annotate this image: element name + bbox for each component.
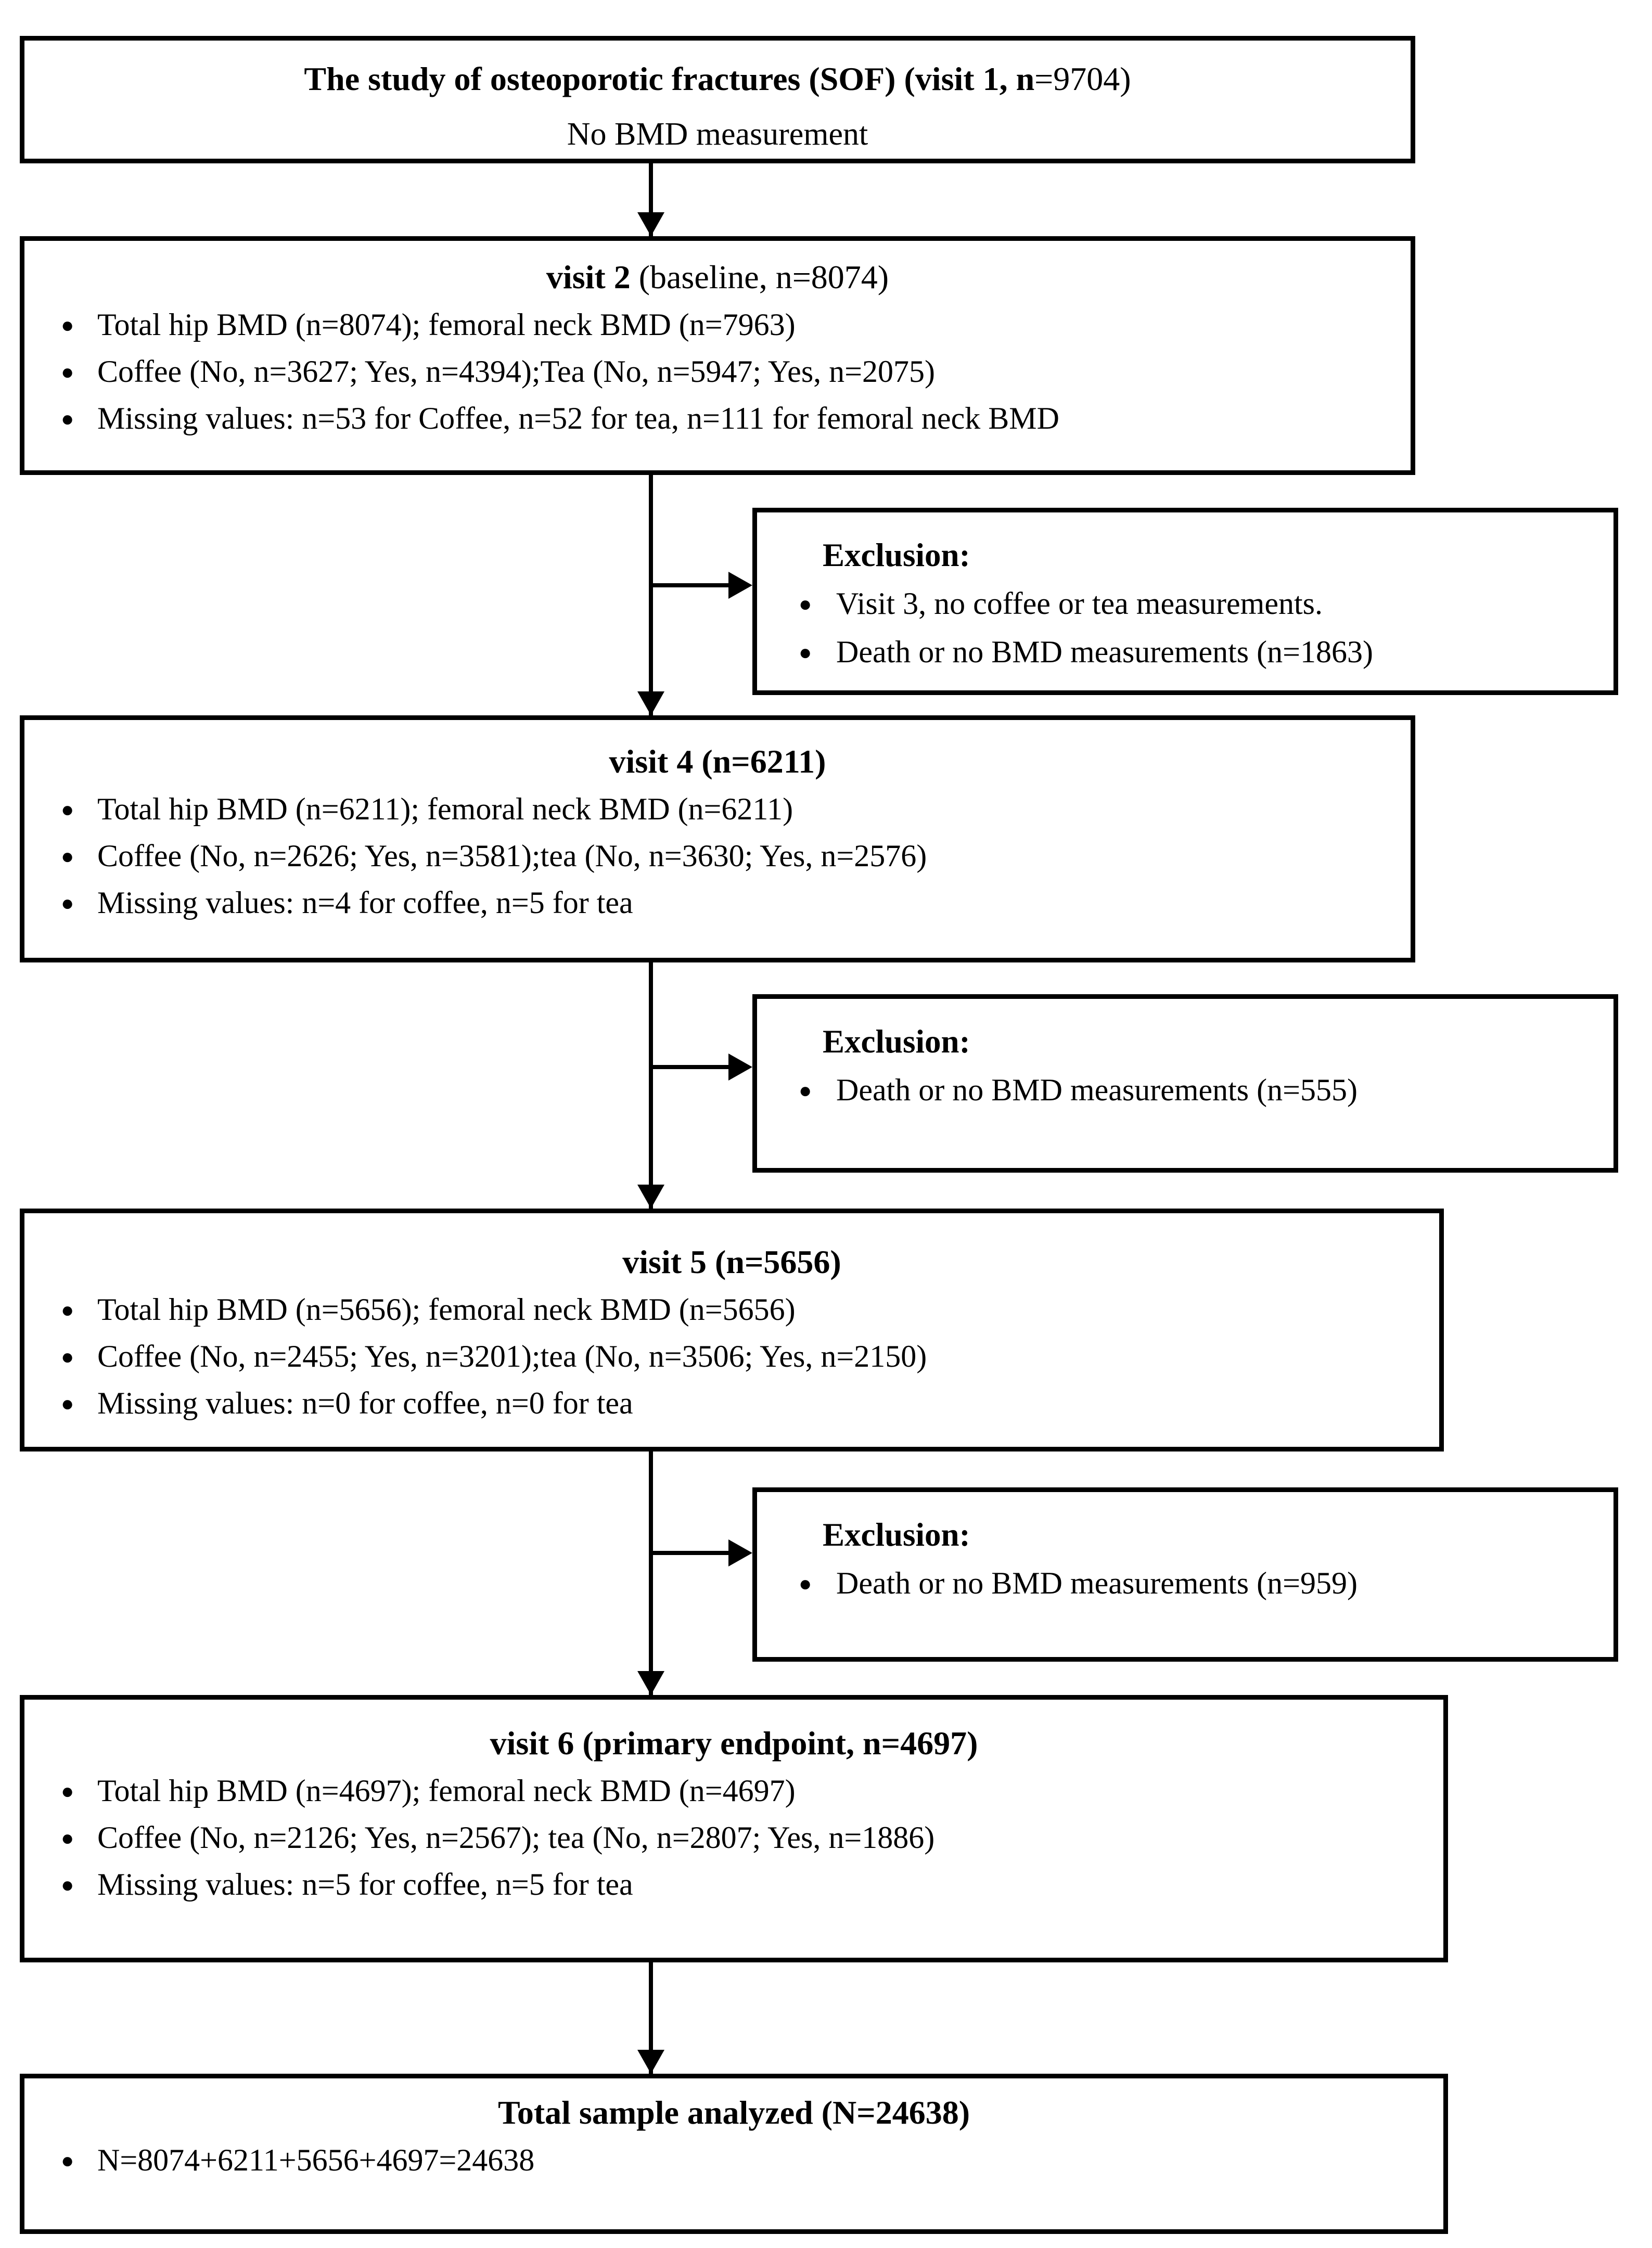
box-visit1: The study of osteoporotic fractures (SOF… bbox=[20, 36, 1415, 163]
bullet-text: Death or no BMD measurements (n=959) bbox=[836, 1566, 1358, 1600]
list-item: ● Missing values: n=0 for coffee, n=0 for… bbox=[24, 1380, 1439, 1427]
box-visit2-bullets: ● Total hip BMD (n=8074); femoral neck BM… bbox=[24, 301, 1411, 442]
branch-line-exclusion2 bbox=[651, 1065, 728, 1069]
arrowhead-down-visit5 bbox=[637, 1185, 664, 1209]
bullet-text: Missing values: n=4 for coffee, n=5 for … bbox=[97, 885, 633, 920]
list-item: ● Missing values: n=53 for Coffee, n=52 f… bbox=[24, 395, 1411, 442]
box-visit1-title-regular: =9704) bbox=[1034, 60, 1131, 97]
list-item: ● Total hip BMD (n=4697); femoral neck BM… bbox=[24, 1767, 1443, 1814]
box-total: Total sample analyzed (N=24638) ● N=8074+… bbox=[20, 2074, 1448, 2234]
arrowhead-down-total bbox=[637, 2050, 664, 2074]
bullet-text: Death or no BMD measurements (n=555) bbox=[836, 1073, 1358, 1107]
bullet-text: Death or no BMD measurements (n=1863) bbox=[836, 635, 1373, 669]
arrowhead-down-visit6 bbox=[637, 1671, 664, 1695]
bullet-dot: ● bbox=[61, 1827, 74, 1851]
exclusion1-header: Exclusion: bbox=[823, 537, 970, 573]
box-visit5-title-bold: visit 5 (n=5656) bbox=[622, 1243, 841, 1280]
box-visit1-subtitle: No BMD measurement bbox=[567, 117, 868, 152]
box-visit4-title-bold: visit 4 (n=6211) bbox=[609, 743, 826, 780]
arrow-line-visit2-visit4 bbox=[649, 472, 653, 715]
bullet-text: Total hip BMD (n=8074); femoral neck BMD… bbox=[97, 307, 796, 342]
list-item: ● Total hip BMD (n=6211); femoral neck BM… bbox=[24, 786, 1411, 832]
bullet-text: Visit 3, no coffee or tea measurements. bbox=[836, 586, 1323, 621]
branch-line-exclusion3 bbox=[651, 1551, 728, 1555]
box-visit2-title: visit 2 (baseline, n=8074) bbox=[24, 254, 1411, 300]
box-exclusion2: Exclusion: ● Death or no BMD measurements… bbox=[752, 994, 1618, 1173]
list-item: ● N=8074+6211+5656+4697=24638 bbox=[24, 2137, 1443, 2183]
list-item: ● Coffee (No, n=2126; Yes, n=2567); tea (… bbox=[24, 1814, 1443, 1861]
list-item: ● Coffee (No, n=2626; Yes, n=3581);tea (N… bbox=[24, 832, 1411, 879]
exclusion3-header: Exclusion: bbox=[823, 1517, 970, 1553]
bullet-text: Missing values: n=5 for coffee, n=5 for … bbox=[97, 1867, 633, 1902]
arrow-line-visit4-visit5 bbox=[649, 960, 653, 1209]
bullet-text: Total hip BMD (n=6211); femoral neck BMD… bbox=[97, 792, 793, 826]
box-visit4-bullets: ● Total hip BMD (n=6211); femoral neck BM… bbox=[24, 786, 1411, 926]
arrow-line-visit1-visit2 bbox=[649, 160, 653, 236]
arrowhead-down-visit2 bbox=[637, 212, 664, 236]
list-item: ● Death or no BMD measurements (n=959) bbox=[757, 1559, 1613, 1608]
bullet-dot: ● bbox=[61, 1392, 74, 1416]
arrowhead-down-visit4 bbox=[637, 691, 664, 715]
box-visit1-title: The study of osteoporotic fractures (SOF… bbox=[24, 56, 1411, 102]
list-item: ● Coffee (No, n=3627; Yes, n=4394);Tea (N… bbox=[24, 348, 1411, 395]
bullet-text: Total hip BMD (n=4697); femoral neck BMD… bbox=[97, 1774, 796, 1808]
box-visit2-title-regular: (baseline, n=8074) bbox=[638, 259, 889, 296]
list-item: ● Death or no BMD measurements (n=1863) bbox=[757, 628, 1613, 676]
box-visit2-title-bold: visit 2 bbox=[546, 259, 639, 296]
list-item: ● Total hip BMD (n=5656); femoral neck BM… bbox=[24, 1286, 1439, 1333]
box-total-title-bold: Total sample analyzed (N=24638) bbox=[498, 2094, 970, 2131]
bullet-dot: ● bbox=[61, 407, 74, 431]
box-visit6-title: visit 6 (primary endpoint, n=4697) bbox=[24, 1720, 1443, 1766]
box-visit2: visit 2 (baseline, n=8074) ● Total hip BM… bbox=[20, 236, 1415, 475]
list-item: ● Coffee (No, n=2455; Yes, n=3201);tea (N… bbox=[24, 1333, 1439, 1380]
bullet-dot: ● bbox=[799, 641, 812, 665]
box-visit5-title: visit 5 (n=5656) bbox=[24, 1239, 1439, 1285]
bullet-dot: ● bbox=[61, 2149, 74, 2173]
bullet-dot: ● bbox=[61, 1345, 74, 1369]
box-visit4: visit 4 (n=6211) ● Total hip BMD (n=6211)… bbox=[20, 715, 1415, 962]
bullet-text: Coffee (No, n=3627; Yes, n=4394);Tea (No… bbox=[97, 354, 935, 389]
bullet-dot: ● bbox=[61, 1299, 74, 1322]
box-visit4-title: visit 4 (n=6211) bbox=[24, 739, 1411, 785]
bullet-dot: ● bbox=[799, 1572, 812, 1596]
list-item: ● Visit 3, no coffee or tea measurements. bbox=[757, 580, 1613, 628]
arrowhead-right-exclusion3 bbox=[728, 1539, 752, 1566]
bullet-dot: ● bbox=[61, 1780, 74, 1804]
box-visit1-title-bold: The study of osteoporotic fractures (SOF… bbox=[304, 60, 1035, 97]
bullet-text: N=8074+6211+5656+4697=24638 bbox=[97, 2143, 535, 2177]
exclusion2-header: Exclusion: bbox=[823, 1023, 970, 1060]
list-item: ● Total hip BMD (n=8074); femoral neck BM… bbox=[24, 301, 1411, 348]
box-visit5: visit 5 (n=5656) ● Total hip BMD (n=5656)… bbox=[20, 1209, 1444, 1451]
bullet-text: Coffee (No, n=2626; Yes, n=3581);tea (No… bbox=[97, 839, 927, 873]
bullet-dot: ● bbox=[61, 1873, 74, 1897]
bullet-text: Missing values: n=53 for Coffee, n=52 fo… bbox=[97, 401, 1059, 435]
bullet-dot: ● bbox=[61, 845, 74, 869]
box-visit6-title-bold: visit 6 (primary endpoint, n=4697) bbox=[490, 1725, 978, 1762]
bullet-text: Missing values: n=0 for coffee, n=0 for … bbox=[97, 1386, 633, 1420]
box-visit6: visit 6 (primary endpoint, n=4697) ● Tota… bbox=[20, 1695, 1448, 1962]
box-total-title: Total sample analyzed (N=24638) bbox=[24, 2090, 1443, 2136]
bullet-dot: ● bbox=[61, 798, 74, 822]
arrowhead-right-exclusion1 bbox=[728, 572, 752, 599]
branch-line-exclusion1 bbox=[651, 583, 728, 587]
bullet-text: Total hip BMD (n=5656); femoral neck BMD… bbox=[97, 1292, 796, 1327]
box-visit6-bullets: ● Total hip BMD (n=4697); femoral neck BM… bbox=[24, 1767, 1443, 1908]
bullet-dot: ● bbox=[61, 361, 74, 384]
arrowhead-right-exclusion2 bbox=[728, 1054, 752, 1081]
bullet-text: Coffee (No, n=2126; Yes, n=2567); tea (N… bbox=[97, 1820, 935, 1855]
bullet-dot: ● bbox=[799, 1079, 812, 1103]
bullet-dot: ● bbox=[61, 892, 74, 916]
bullet-dot: ● bbox=[799, 593, 812, 616]
box-exclusion1: Exclusion: ● Visit 3, no coffee or tea me… bbox=[752, 508, 1618, 695]
list-item: ● Missing values: n=5 for coffee, n=5 for… bbox=[24, 1861, 1443, 1908]
list-item: ● Missing values: n=4 for coffee, n=5 for… bbox=[24, 879, 1411, 926]
arrow-line-visit5-visit6 bbox=[649, 1449, 653, 1695]
box-visit5-bullets: ● Total hip BMD (n=5656); femoral neck BM… bbox=[24, 1286, 1439, 1427]
box-total-bullets: ● N=8074+6211+5656+4697=24638 bbox=[24, 2137, 1443, 2183]
box-exclusion3: Exclusion: ● Death or no BMD measurements… bbox=[752, 1487, 1618, 1662]
bullet-text: Coffee (No, n=2455; Yes, n=3201);tea (No… bbox=[97, 1339, 927, 1373]
list-item: ● Death or no BMD measurements (n=555) bbox=[757, 1066, 1613, 1114]
bullet-dot: ● bbox=[61, 314, 74, 338]
arrow-line-visit6-total bbox=[649, 1960, 653, 2074]
